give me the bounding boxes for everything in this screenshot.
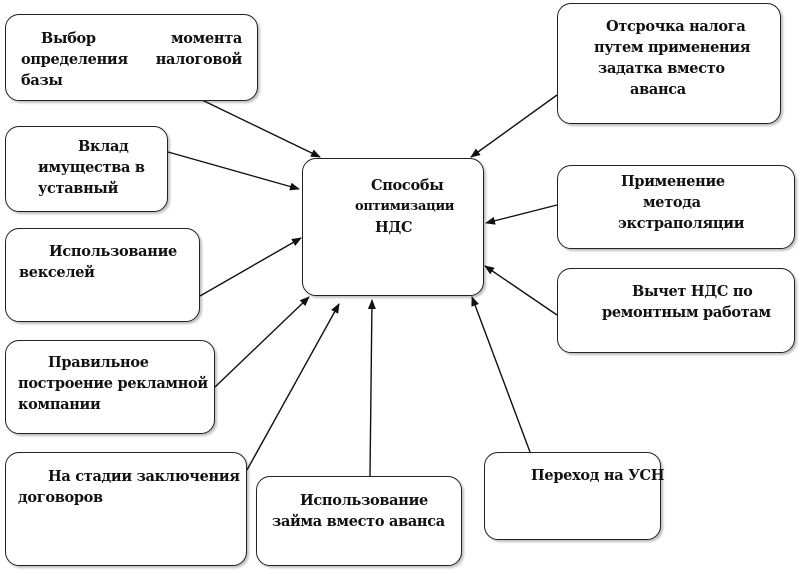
method-line: Правильное (48, 354, 149, 371)
method-line: метода (643, 194, 701, 211)
method-line: ремонтным работам (602, 304, 771, 321)
method-line: путем применения (594, 39, 751, 56)
arrow-contract-stage (246, 303, 340, 471)
method-line: Переход на УСН (531, 467, 665, 484)
arrow-property-contribution (167, 151, 300, 191)
method-repair-deduction: Вычет НДС по ремонтным работам (557, 268, 795, 353)
method-line: Выбор момента (21, 28, 242, 49)
method-line: Отсрочка налога (606, 18, 746, 35)
arrow-repair-deduction (484, 265, 558, 316)
method-line: векселей (19, 264, 95, 281)
arrow-extrapolation (485, 204, 558, 225)
method-line: Вычет НДС по (632, 283, 753, 300)
center-line: НДС (375, 219, 413, 236)
method-line: задатка вместо (598, 60, 725, 77)
method-line: Вклад (78, 138, 129, 155)
center-line: Способы (371, 177, 444, 194)
arrow-tax-base-moment (201, 99, 321, 158)
center-node: Способы оптимизации НДС (302, 158, 484, 296)
method-word: момента (171, 30, 242, 47)
method-line: построение рекламной (18, 375, 208, 392)
method-word: Выбор (41, 30, 96, 47)
arrow-loan-instead-advance (367, 299, 376, 477)
method-line: уставный (38, 180, 119, 197)
method-line: имущества в (38, 159, 145, 176)
method-line: определения налоговой (21, 49, 242, 70)
method-line: экстраполяции (618, 215, 745, 232)
method-line: Применение (621, 173, 725, 190)
method-extrapolation: Применение метода экстраполяции (557, 165, 795, 249)
method-line: аванса (630, 81, 686, 98)
method-tax-base-moment: Выбор момента определения налоговой базы (5, 14, 258, 101)
method-property-contribution: Вклад имущества в уставный (5, 126, 168, 212)
method-bills: Использование векселей (5, 228, 200, 322)
method-word: налоговой (155, 51, 243, 68)
method-line: компании (18, 396, 101, 413)
method-loan-instead-advance: Использование займа вместо аванса (256, 476, 462, 566)
method-line: займа вместо аванса (272, 513, 445, 530)
arrow-usn (471, 296, 531, 453)
method-line: На стадии заключения (48, 468, 240, 485)
method-word: определения (21, 51, 128, 68)
method-advertising: Правильное построение рекламной компании (5, 340, 215, 434)
arrow-advertising (214, 296, 310, 388)
center-line: оптимизации (355, 199, 455, 214)
method-usn: Переход на УСН (484, 452, 665, 540)
arrow-bills (199, 237, 302, 297)
method-line: Использование (49, 243, 177, 260)
method-deposit-deferral: Отсрочка налога путем применения задатка… (557, 3, 781, 124)
method-line: договоров (18, 489, 103, 506)
method-line: Использование (300, 492, 428, 509)
arrow-deposit-deferral (470, 94, 558, 158)
method-line: базы (21, 72, 63, 89)
method-contract-stage: На стадии заключения договоров (5, 452, 247, 566)
